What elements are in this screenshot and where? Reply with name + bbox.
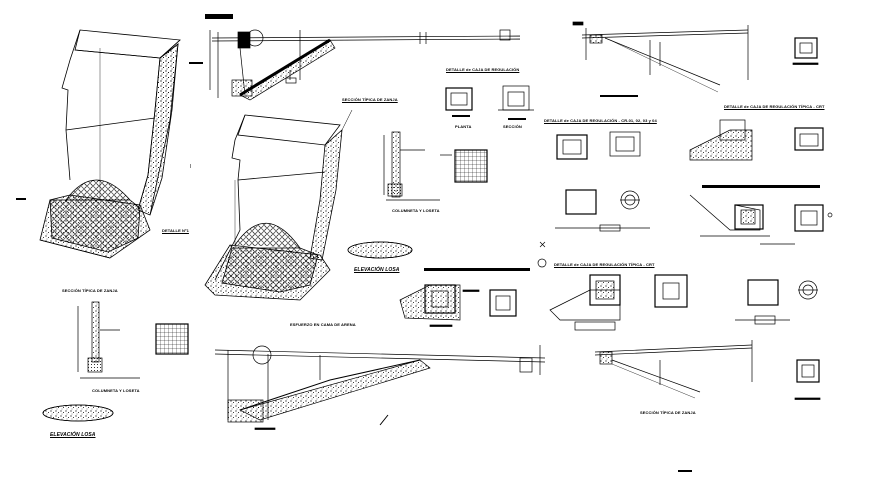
regulation-box-details-lower: [549, 274, 818, 331]
regulation-box-detail-top: [445, 85, 534, 120]
longitudinal-section-top: [205, 14, 521, 101]
label-sand-bed: ESFUERZO EN CAMA DE ARENA: [290, 322, 356, 327]
label-slab-elevation-mid: ELEVACIÓN LOSA: [354, 267, 400, 273]
isometric-trench-1: [39, 29, 181, 259]
label-section-typical-top: SECCIÓN TÍPICA DE ZANJA: [342, 97, 398, 102]
regulation-box-details-right: [537, 119, 833, 268]
longitudinal-section-bottom: [214, 345, 546, 430]
column-detail-left: [77, 301, 189, 379]
label-column-slab-left: COLUMNETA Y LOSETA: [92, 388, 140, 393]
section-top-right: [572, 21, 819, 93]
slab-elevation-left: [42, 404, 114, 422]
slab-elevation-mid: [347, 241, 413, 259]
label-section-top: SECCIÓN: [503, 124, 522, 129]
label-regulation-box-detail-center: DETALLE de CAJA DE REGULACIÓN TÍPICA - C…: [554, 262, 655, 267]
label-regulation-box-detail-top: DETALLE de CAJA DE REGULACIÓN: [446, 67, 520, 72]
label-slab-elevation-left: ELEVACIÓN LOSA: [50, 432, 96, 438]
label-plan-box: PLANTA: [455, 124, 472, 129]
label-column-slab-mid: COLUMNETA Y LOSETA: [392, 208, 440, 213]
label-section-typical-bottom-right: SECCIÓN TÍPICA DE ZANJA: [640, 410, 696, 415]
label-section-typical-left: SECCIÓN TÍPICA DE ZANJA: [62, 288, 118, 293]
label-detail-nest: DETALLE Nº1: [162, 228, 189, 233]
regulation-box-details-center: [399, 284, 517, 327]
label-regulation-box-detail-right: DETALLE de CAJA DE REGULACIÓN TÍPICA - C…: [724, 104, 825, 109]
column-and-slab-detail: [383, 131, 488, 201]
section-bottom-right: [594, 340, 821, 400]
label-regulation-box-detail-mid: DETALLE de CAJA DE REGULACIÓN - CR-01, 0…: [544, 118, 657, 123]
isometric-trench-2: [204, 109, 353, 301]
svg-text:I: I: [190, 164, 191, 170]
